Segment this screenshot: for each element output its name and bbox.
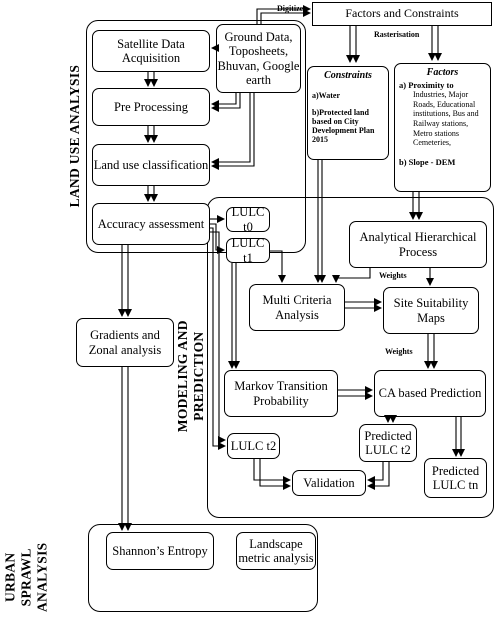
gradients-zonal-box: Gradients and Zonal analysis xyxy=(76,318,174,367)
predicted-t2-box: Predicted LULC t2 xyxy=(359,424,417,462)
land-use-classification-box: Land use classification xyxy=(92,144,210,186)
satellite-data-box: Satellite Data Acquisition xyxy=(92,30,210,72)
shannon-entropy-box: Shannon’s Entropy xyxy=(106,532,214,570)
land-use-classification-text: Land use classification xyxy=(93,157,209,172)
predicted-tn-box: Predicted LULC tn xyxy=(424,458,487,498)
factors-title: Factors xyxy=(426,67,459,78)
factors-slope: b) Slope - DEM xyxy=(399,156,456,167)
factors-constraints-text: Factors and Constraints xyxy=(345,6,459,21)
urban-sprawl-text: URBAN SPRAWL ANALYSIS xyxy=(2,542,51,612)
site-suitability-box: Site Suitability Maps xyxy=(383,287,479,334)
factors-list: Industries, Major Roads, Educational ins… xyxy=(413,90,479,148)
lulc-t1-box: LULC t1 xyxy=(226,236,270,265)
lulc-t0-text: LULC t0 xyxy=(231,205,265,234)
accuracy-assessment-box: Accuracy assessment xyxy=(92,203,210,245)
mca-box: Multi Criteria Analysis xyxy=(249,284,345,331)
markov-box: Markov Transition Probability xyxy=(224,370,338,417)
ahp-text: Analytical Hierarchical Process xyxy=(359,230,477,259)
weights-label-2: Weights xyxy=(385,347,413,356)
markov-text: Markov Transition Probability xyxy=(234,379,328,408)
modeling-prediction-region xyxy=(207,197,494,518)
shannon-entropy-text: Shannon’s Entropy xyxy=(112,543,208,558)
constraints-protected: b)Protected land based on City Developme… xyxy=(312,107,375,145)
modeling-prediction-label: MODELING AND PREDICTION xyxy=(175,301,207,451)
site-suitability-text: Site Suitability Maps xyxy=(393,296,469,325)
satellite-data-text: Satellite Data Acquisition xyxy=(117,36,185,65)
constraints-title: Constraints xyxy=(324,70,372,81)
validation-text: Validation xyxy=(303,475,355,490)
weights-label-1: Weights xyxy=(379,271,407,280)
lulc-t2-box: LULC t2 xyxy=(227,433,280,459)
mca-text: Multi Criteria Analysis xyxy=(262,293,332,322)
landscape-metric-box: Landscape metric analysis xyxy=(236,532,316,570)
digitize-label: Digitize xyxy=(277,4,304,13)
validation-box: Validation xyxy=(292,470,366,496)
landscape-metric-text: Landscape metric analysis xyxy=(238,536,314,565)
accuracy-assessment-text: Accuracy assessment xyxy=(97,216,205,231)
factors-box: Factors a) Proximity to Industries, Majo… xyxy=(394,63,491,192)
modeling-prediction-text: MODELING AND PREDICTION xyxy=(174,320,206,433)
ca-prediction-box: CA based Prediction xyxy=(374,370,486,417)
urban-sprawl-region xyxy=(88,524,318,612)
ground-data-box: Ground Data, Toposheets, Bhuvan, Google … xyxy=(216,24,301,93)
land-use-analysis-region xyxy=(86,20,306,253)
land-use-analysis-label: LAND USE ANALYSIS xyxy=(66,64,82,208)
lulc-t2-text: LULC t2 xyxy=(230,438,277,453)
gradients-zonal-text: Gradients and Zonal analysis xyxy=(88,328,162,357)
lulc-t1-text: LULC t1 xyxy=(231,236,265,265)
constraints-water: a)Water xyxy=(312,90,340,100)
predicted-tn-text: Predicted LULC tn xyxy=(431,463,480,492)
ahp-box: Analytical Hierarchical Process xyxy=(349,221,487,268)
ground-data-text: Ground Data, Toposheets, Bhuvan, Google … xyxy=(217,29,300,87)
pre-processing-text: Pre Processing xyxy=(114,99,188,114)
rasterisation-label: Rasterisation xyxy=(374,30,420,39)
lulc-t0-box: LULC t0 xyxy=(226,205,270,234)
factors-constraints-box: Factors and Constraints xyxy=(312,2,492,26)
factors-proximity: a) Proximity to xyxy=(399,79,454,90)
ca-prediction-text: CA based Prediction xyxy=(378,386,482,401)
predicted-t2-text: Predicted LULC t2 xyxy=(364,428,412,457)
pre-processing-box: Pre Processing xyxy=(92,88,210,126)
constraints-box: Constraints a)Water b)Protected land bas… xyxy=(307,66,389,160)
